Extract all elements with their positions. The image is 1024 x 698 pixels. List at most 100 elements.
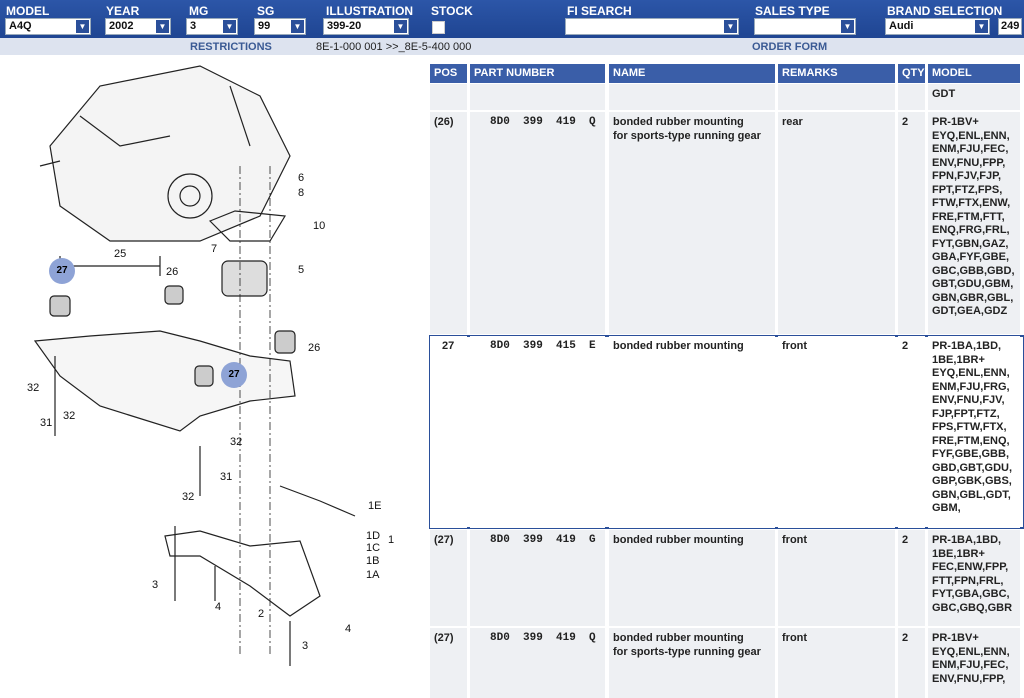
callout[interactable]: 31 <box>40 417 53 429</box>
cell-qty: 2 <box>898 530 925 626</box>
brand-select[interactable]: Audi ▼ <box>885 18 990 35</box>
callout[interactable]: 32 <box>27 382 40 394</box>
stock-checkbox[interactable] <box>432 21 445 34</box>
callout[interactable]: 32 <box>230 436 243 448</box>
callout[interactable]: 4 <box>345 623 352 635</box>
restrictions-value: 8E-1-000 001 >>_8E-5-400 000 <box>316 41 472 53</box>
callout[interactable]: 2 <box>258 608 265 620</box>
cell-name <box>609 84 775 110</box>
sales-type-select[interactable]: ▼ <box>754 18 856 35</box>
cell-name: bonded rubber mounting for sports-type r… <box>609 628 775 698</box>
stock-label: STOCK <box>431 4 473 18</box>
order-form-link[interactable]: ORDER FORM <box>752 41 828 53</box>
restrictions-label: RESTRICTIONS <box>190 41 272 53</box>
cell-pos: (27) <box>430 530 467 626</box>
cell-qty: 2 <box>898 628 925 698</box>
sales-type-label: SALES TYPE <box>755 4 830 18</box>
callout[interactable]: 1A <box>366 569 380 581</box>
parts-illustration: 27 27 25 26 6 8 10 7 5 26 32 31 32 32 31… <box>0 56 425 693</box>
callout[interactable]: 26 <box>166 266 179 278</box>
callout[interactable]: 32 <box>182 491 195 503</box>
chevron-down-icon[interactable]: ▼ <box>724 20 737 33</box>
col-pos[interactable]: POS <box>430 64 467 83</box>
callout[interactable]: 25 <box>114 248 127 260</box>
model-value: A4Q <box>9 20 32 32</box>
illustration-select[interactable]: 399-20 ▼ <box>323 18 409 35</box>
cell-remarks: rear <box>778 112 895 334</box>
cell-name: bonded rubber mounting <box>609 336 775 528</box>
cell-name: bonded rubber mounting <box>609 530 775 626</box>
col-part-number[interactable]: PART NUMBER <box>470 64 605 83</box>
col-name[interactable]: NAME <box>609 64 775 83</box>
model-select[interactable]: A4Q ▼ <box>5 18 91 35</box>
col-qty[interactable]: QTY <box>898 64 925 83</box>
brand-code: 249 <box>998 18 1022 35</box>
sg-select[interactable]: 99 ▼ <box>254 18 306 35</box>
cell-model: PR-1BA,1BD, 1BE,1BR+ EYQ,ENL,ENN, ENM,FJ… <box>928 336 1020 528</box>
callout[interactable]: 26 <box>308 342 321 354</box>
callout[interactable]: 3 <box>302 640 309 652</box>
cell-part: 8D0 399 419 G <box>470 530 605 626</box>
cell-part <box>470 84 605 110</box>
callout[interactable]: 1E <box>368 500 382 512</box>
cell-remarks: front <box>778 628 895 698</box>
callout[interactable]: 10 <box>313 220 326 232</box>
chevron-down-icon[interactable]: ▼ <box>291 20 304 33</box>
chevron-down-icon[interactable]: ▼ <box>394 20 407 33</box>
callout[interactable]: 7 <box>211 243 218 255</box>
mg-value: 3 <box>190 20 197 32</box>
callout[interactable]: 1D <box>366 530 381 542</box>
callout[interactable]: 4 <box>215 601 222 613</box>
callout[interactable]: 6 <box>298 172 305 184</box>
cell-qty <box>898 84 925 110</box>
year-value: 2002 <box>109 20 134 32</box>
cell-model: PR-1BV+ EYQ,ENL,ENN, ENM,FJU,FEC, ENV,FN… <box>928 628 1020 698</box>
callout[interactable]: 3 <box>152 579 159 591</box>
cell-model: GDT <box>928 84 1020 110</box>
cell-pos: (26) <box>430 112 467 334</box>
chevron-down-icon[interactable]: ▼ <box>223 20 236 33</box>
mg-select[interactable]: 3▼ <box>186 18 238 35</box>
chevron-down-icon[interactable]: ▼ <box>156 20 169 33</box>
cell-model: PR-1BA,1BD, 1BE,1BR+ FEC,ENW,FPP, FTT,FP… <box>928 530 1020 626</box>
table-row[interactable]: GDT <box>430 84 1024 110</box>
sg-label: SG <box>257 4 275 18</box>
fi-search-select[interactable]: ▼ <box>565 18 739 35</box>
callout[interactable]: 1C <box>366 542 381 554</box>
info-bar: RESTRICTIONS 8E-1-000 001 >>_8E-5-400 00… <box>0 38 1024 55</box>
chevron-down-icon[interactable]: ▼ <box>76 20 89 33</box>
chevron-down-icon[interactable]: ▼ <box>975 20 988 33</box>
brand-value: Audi <box>889 20 914 32</box>
exploded-view-drawing <box>33 65 356 666</box>
model-label: MODEL <box>6 4 50 18</box>
callout-27-highlight[interactable]: 27 <box>221 362 247 388</box>
cell-part: 8D0 399 419 Q <box>470 112 605 334</box>
cell-name: bonded rubber mounting for sports-type r… <box>609 112 775 334</box>
callout-27-highlight[interactable]: 27 <box>49 258 75 284</box>
year-select[interactable]: 2002 ▼ <box>105 18 171 35</box>
callout[interactable]: 1 <box>388 534 395 546</box>
callout[interactable]: 5 <box>298 264 305 276</box>
chevron-down-icon[interactable]: ▼ <box>841 20 854 33</box>
sg-value: 99 <box>258 20 271 32</box>
callout[interactable]: 1B <box>366 555 380 567</box>
year-label: YEAR <box>106 4 140 18</box>
cell-qty: 2 <box>898 336 925 528</box>
callout[interactable]: 8 <box>298 187 305 199</box>
cell-model: PR-1BV+ EYQ,ENL,ENN, ENM,FJU,FEC, ENV,FN… <box>928 112 1020 334</box>
fi-search-label: FI SEARCH <box>567 4 632 18</box>
col-model[interactable]: MODEL <box>928 64 1020 83</box>
illustration-label: ILLUSTRATION <box>326 4 414 18</box>
brand-selection-label: BRAND SELECTION <box>887 4 1003 18</box>
callout[interactable]: 31 <box>220 471 233 483</box>
cell-part: 8D0 399 419 Q <box>470 628 605 698</box>
illustration-value: 399-20 <box>327 20 362 32</box>
cell-remarks: front <box>778 530 895 626</box>
cell-remarks: front <box>778 336 895 528</box>
callout[interactable]: 32 <box>63 410 76 422</box>
col-remarks[interactable]: REMARKS <box>778 64 895 83</box>
